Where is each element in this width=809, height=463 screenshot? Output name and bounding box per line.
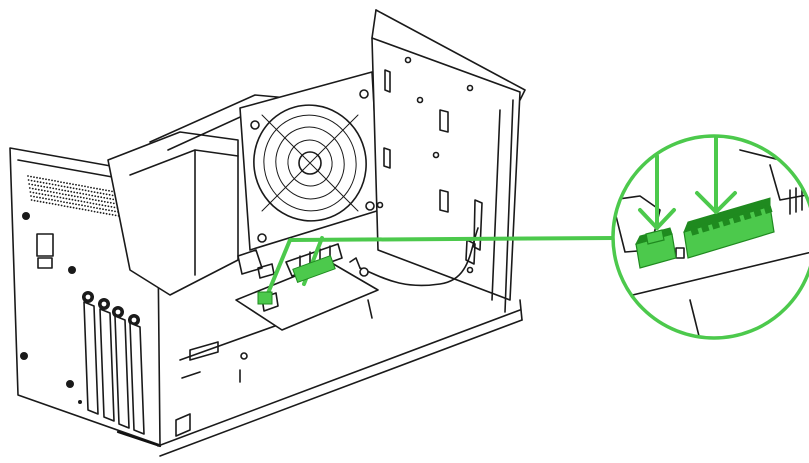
pcie-connector-zoom xyxy=(635,227,677,269)
power-socket-icon xyxy=(37,257,53,269)
screw-icon xyxy=(20,352,28,360)
connector-pin xyxy=(763,204,773,214)
thumbscrews xyxy=(82,291,140,326)
connector-pin xyxy=(742,210,752,221)
chassis-base xyxy=(157,291,523,457)
pcie-connector-highlight xyxy=(257,291,273,305)
connector-pin xyxy=(752,207,763,218)
connector-pin xyxy=(711,219,721,230)
connector-pin xyxy=(690,225,700,236)
screw-icon xyxy=(22,212,30,220)
case-fan-icon xyxy=(239,71,381,251)
pcie-slot-covers xyxy=(83,301,145,435)
connector-highlights xyxy=(257,236,617,305)
power-cable xyxy=(359,227,479,287)
side-panel xyxy=(371,9,526,313)
down-arrow-icon xyxy=(638,154,676,230)
screw-icon xyxy=(78,400,82,404)
atx-connector-highlight xyxy=(292,254,336,284)
connector-pin xyxy=(732,213,742,224)
down-arrow-icon xyxy=(695,136,737,214)
power-switch-icon xyxy=(36,233,54,257)
connector-pin xyxy=(700,222,710,233)
screw-icon xyxy=(66,380,74,388)
screw-icon xyxy=(68,266,76,274)
connector-pin xyxy=(721,216,731,227)
enclosure-illustration xyxy=(9,9,526,457)
psu-block xyxy=(107,131,239,296)
callout-leader-line-1 xyxy=(264,236,617,300)
zoom-ring xyxy=(611,134,809,340)
atx-connector-zoom xyxy=(683,197,775,259)
zoom-callout xyxy=(611,134,809,340)
zoom-detail xyxy=(613,149,809,338)
